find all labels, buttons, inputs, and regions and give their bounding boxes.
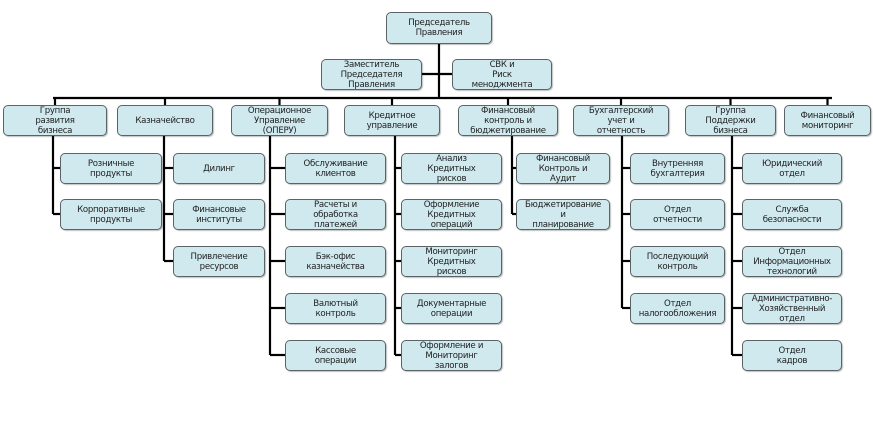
unit-box: Бэк-офис казначейства bbox=[285, 246, 386, 277]
unit-box: Финансовый Контроль и Аудит bbox=[516, 153, 610, 184]
unit-box: Оформление и Мониторинг залогов bbox=[401, 340, 502, 371]
department-box: Группа развития бизнеса bbox=[3, 105, 107, 136]
unit-box: Оформление Кредитных операций bbox=[401, 199, 502, 230]
unit-box: Кассовые операции bbox=[285, 340, 386, 371]
department-box: Операционное Управление (ОПЕРУ) bbox=[231, 105, 328, 136]
unit-box: Бюджетирование и планирование bbox=[516, 199, 610, 230]
department-box: Кредитное управление bbox=[344, 105, 440, 136]
unit-box: Анализ Кредитных рисков bbox=[401, 153, 502, 184]
internal-control-risk-box: СВК и Риск меноджмента bbox=[452, 59, 552, 90]
unit-box: Внутренняя бухгалтерия bbox=[630, 153, 725, 184]
unit-box: Юридический отдел bbox=[742, 153, 842, 184]
unit-box: Отдел налогообложения bbox=[630, 293, 725, 324]
unit-box: Валютный контроль bbox=[285, 293, 386, 324]
unit-box: Финансовые институты bbox=[173, 199, 265, 230]
unit-box: Отдел отчетности bbox=[630, 199, 725, 230]
unit-box: Служба безопасности bbox=[742, 199, 842, 230]
unit-box: Привлечение ресурсов bbox=[173, 246, 265, 277]
unit-box: Дилинг bbox=[173, 153, 265, 184]
department-box: Финансовый контроль и бюджетирование bbox=[458, 105, 558, 136]
unit-box: Корпоративные продукты bbox=[60, 199, 162, 230]
department-box: Казначейство bbox=[117, 105, 213, 136]
deputy-chairman-box: Заместитель Председателя Правления bbox=[321, 59, 422, 90]
department-box: Группа Поддержки бизнеса bbox=[685, 105, 776, 136]
unit-box: Отдел кадров bbox=[742, 340, 842, 371]
unit-box: Последующий контроль bbox=[630, 246, 725, 277]
chairman-box: Председатель Правления bbox=[386, 12, 492, 44]
department-box: Финансовый мониторинг bbox=[784, 105, 871, 136]
unit-box: Административно- Хозяйственный отдел bbox=[742, 293, 842, 324]
department-box: Бухгалтерский учет и отчетность bbox=[573, 105, 669, 136]
unit-box: Обслуживание клиентов bbox=[285, 153, 386, 184]
unit-box: Расчеты и обработка платежей bbox=[285, 199, 386, 230]
unit-box: Розничные продукты bbox=[60, 153, 162, 184]
unit-box: Мониторинг Кредитных рисков bbox=[401, 246, 502, 277]
unit-box: Документарные операции bbox=[401, 293, 502, 324]
unit-box: Отдел Информационных технологий bbox=[742, 246, 842, 277]
